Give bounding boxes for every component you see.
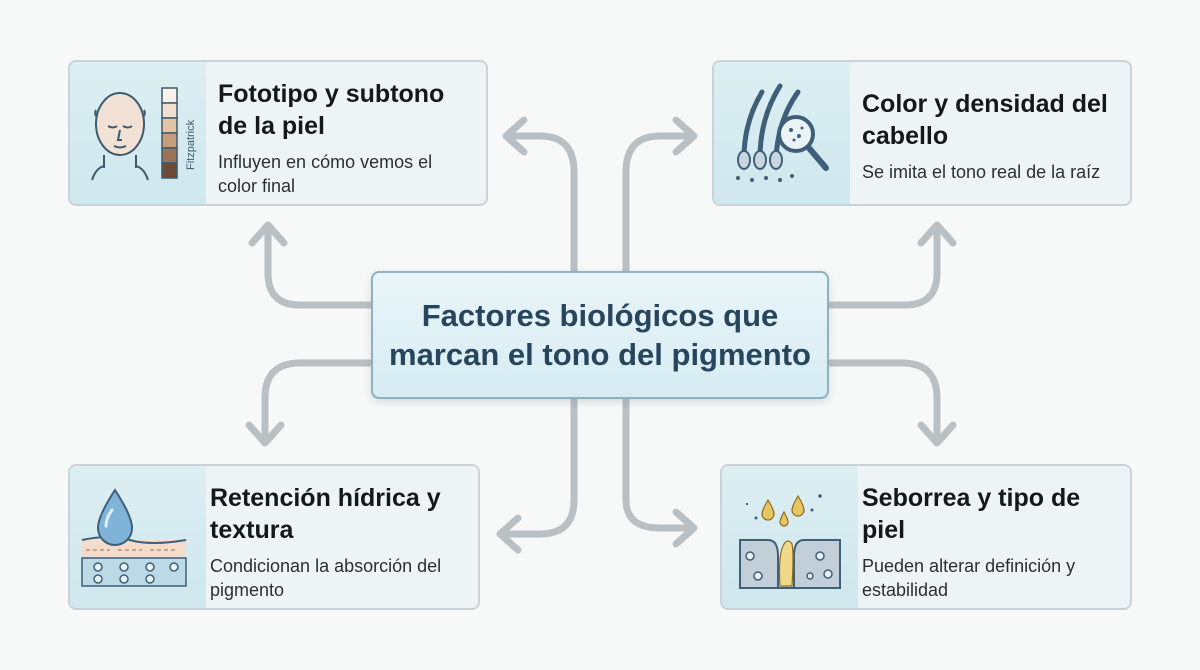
arrow-to-seborrea-side (622, 394, 694, 532)
card-description: Se imita el tono real de la raíz (862, 162, 1101, 182)
icon-panel (70, 466, 206, 608)
card-title: Retención hídrica y textura (210, 484, 441, 544)
icon-panel (722, 466, 858, 608)
card-cabello: Color y densidad del cabello Se imita el… (712, 60, 1132, 206)
card-title: Fototipo y subtono de la piel (218, 80, 445, 140)
arrow-to-fototipo-side (506, 132, 578, 276)
arrow-to-fototipo (264, 224, 376, 309)
card-title: Seborrea y tipo de piel (862, 484, 1081, 544)
icon-panel (714, 62, 850, 204)
card-title: Color y densidad del cabello (862, 90, 1108, 150)
card-description: Pueden alterar definición y estabilidad (862, 556, 1076, 600)
sebum-pore-icon (739, 494, 841, 589)
card-description: Condicionan la absorción del pigmento (210, 556, 442, 600)
water-drop-skin-layers-icon (81, 488, 187, 587)
arrow-to-retencion-side (500, 394, 578, 538)
arrow-to-cabello-side (622, 132, 694, 276)
card-description: Influyen en cómo vemos el color final (218, 152, 433, 196)
arrow-head-seborrea-side (672, 508, 698, 548)
arrow-head-cabello-side (672, 116, 698, 156)
arrow-head-retencion (245, 421, 285, 447)
arrow-head-fototipo-side (502, 116, 528, 156)
hair-follicle-magnifier-icon (736, 83, 829, 182)
fitzpatrick-scale-label: Fitzpatrick (185, 119, 197, 170)
icon-panel: Fitzpatrick (70, 62, 206, 204)
arrow-head-fototipo (248, 221, 288, 247)
arrow-head-cabello (917, 221, 957, 247)
center-title: Factores biológicos que marcan el tono d… (389, 298, 811, 372)
arrow-to-seborrea (825, 359, 941, 444)
center-node: Factores biológicos que marcan el tono d… (371, 271, 829, 399)
arrow-head-seborrea (917, 421, 957, 447)
arrow-to-cabello (825, 224, 941, 309)
arrow-head-retencion-side (496, 514, 522, 554)
arrow-to-retencion (261, 359, 376, 444)
face-with-skin-tone-scale-icon: Fitzpatrick (91, 87, 197, 181)
card-seborrea: Seborrea y tipo de piel Pueden alterar d… (720, 464, 1132, 610)
card-retencion: Retención hídrica y textura Condicionan … (68, 464, 480, 610)
card-fototipo: Fitzpatrick Fototipo y subtono de la pie… (68, 60, 488, 206)
